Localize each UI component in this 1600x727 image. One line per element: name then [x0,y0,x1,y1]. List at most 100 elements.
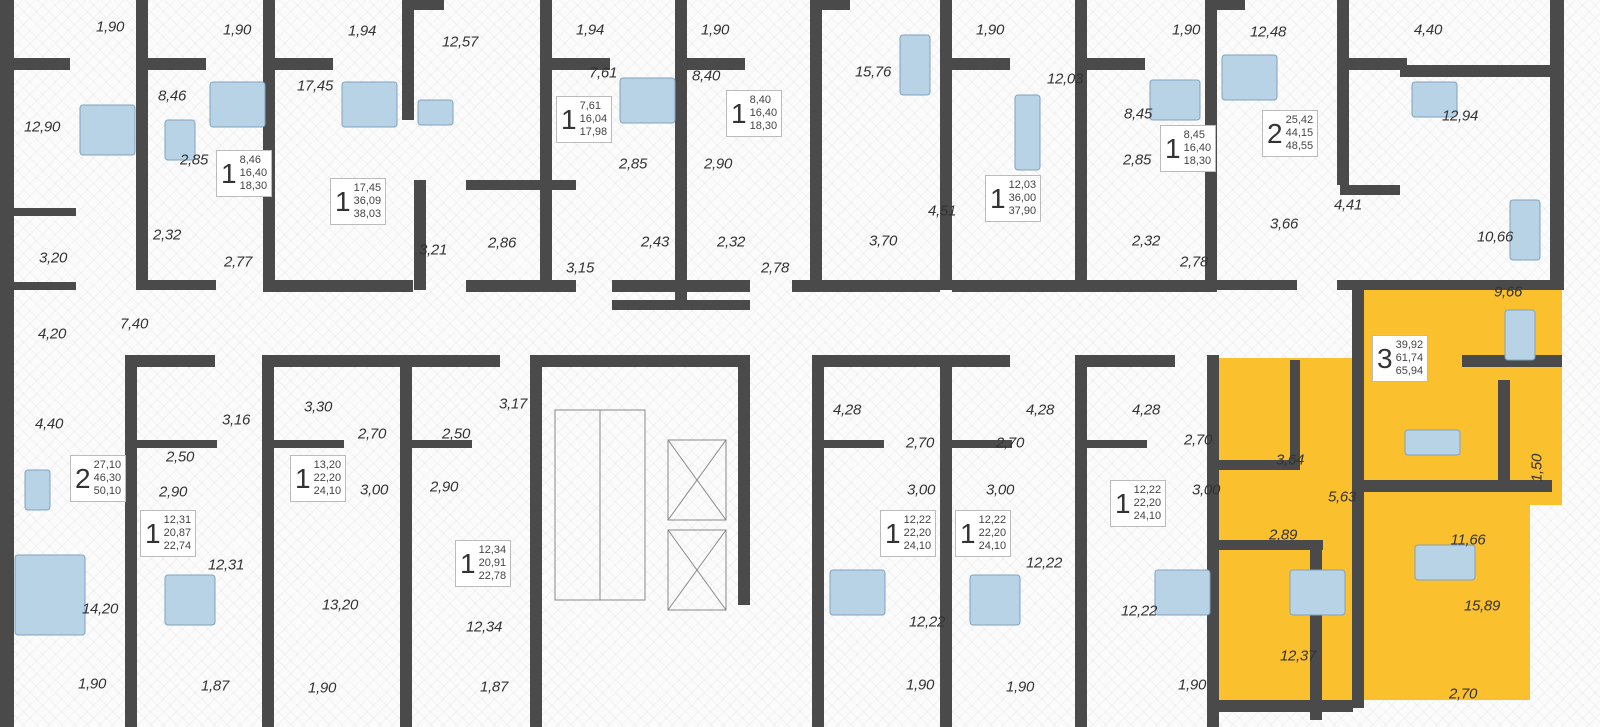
room-area-label: 4,41 [1334,196,1362,214]
wall [1290,360,1300,470]
room-area-label: 4,28 [1132,401,1160,419]
wall [262,355,274,727]
room-area-label: 2,90 [159,483,187,501]
wall [1075,58,1145,70]
total-area-with-balcony: 37,90 [1008,205,1037,217]
room-area-label: 1,94 [576,21,604,39]
room-area-label: 1,87 [201,677,229,695]
room-area-label: 2,90 [704,155,732,173]
room-area-label: 3,70 [869,232,897,250]
wall [1207,355,1219,727]
wall [1337,58,1407,70]
wall [136,58,206,70]
sofa-icon [1014,94,1041,171]
room-area-label: 1,90 [701,21,729,39]
room-count: 2 [75,462,91,494]
wall [1075,355,1087,727]
wall [530,355,542,727]
wall [402,0,414,120]
wall [1205,0,1245,10]
room-area-label: 2,89 [1269,526,1297,544]
room-area-label: 11,66 [1450,531,1486,549]
wall [675,0,687,300]
room-area-label: 12,57 [441,33,479,51]
room-area-label: 12,34 [465,618,503,636]
room-area-label: 3,17 [499,395,527,413]
wall [0,0,14,640]
room-area-label: 4,40 [1414,21,1442,39]
rug-icon [164,574,216,626]
total-area-with-balcony: 50,10 [93,485,122,497]
room-area-label: 15,89 [1463,597,1501,615]
wall [263,280,413,292]
room-area-label: 2,85 [1123,151,1151,169]
room-area-label: 12,37 [1279,647,1317,665]
room-area-label: 2,70 [358,425,386,443]
wall [952,280,1122,292]
wall [263,58,333,70]
total-area-with-balcony: 18,30 [749,120,778,132]
wall [880,355,1010,367]
room-area-label: 2,90 [430,478,458,496]
total-area: 16,40 [749,107,778,119]
room-area-label: 1,90 [976,21,1004,39]
living-area: 13,20 [313,459,342,471]
table-icon [164,119,196,161]
wall [137,440,217,448]
room-area-label: 1,90 [906,676,934,694]
room-area-label: 17,45 [296,77,334,95]
room-area-label: 4,28 [833,401,861,419]
room-area-label: 4,28 [1026,401,1054,419]
room-count: 1 [1165,132,1181,164]
stairwell [554,409,727,611]
wall [12,282,76,290]
room-area-label: 12,22 [1025,554,1063,572]
wall [738,355,750,605]
total-area-with-balcony: 17,98 [579,126,608,138]
room-area-label: 2,43 [641,233,669,251]
room-area-label: 4,51 [928,202,956,220]
living-area: 27,10 [93,459,122,471]
wall [136,280,216,290]
wall [675,58,745,70]
room-area-label: 3,00 [360,481,388,499]
wall [810,0,822,290]
wall [402,0,444,10]
room-area-label: 2,32 [717,233,745,251]
room-area-label: 1,87 [480,678,508,696]
wall [274,440,344,448]
total-area-with-balcony: 65,94 [1395,365,1424,377]
total-area-with-balcony: 24,10 [313,485,342,497]
wall [262,355,352,367]
wall [1352,355,1364,485]
wall [1218,540,1323,550]
total-area-with-balcony: 48,55 [1285,140,1314,152]
room-area-label: 1,90 [223,21,251,39]
room-count: 1 [990,182,1006,214]
room-area-label: 2,78 [761,259,789,277]
room-area-label: 2,86 [488,234,516,252]
sofa-icon [1404,429,1461,456]
room-area-label: 3,21 [419,241,447,259]
wall [940,355,952,727]
